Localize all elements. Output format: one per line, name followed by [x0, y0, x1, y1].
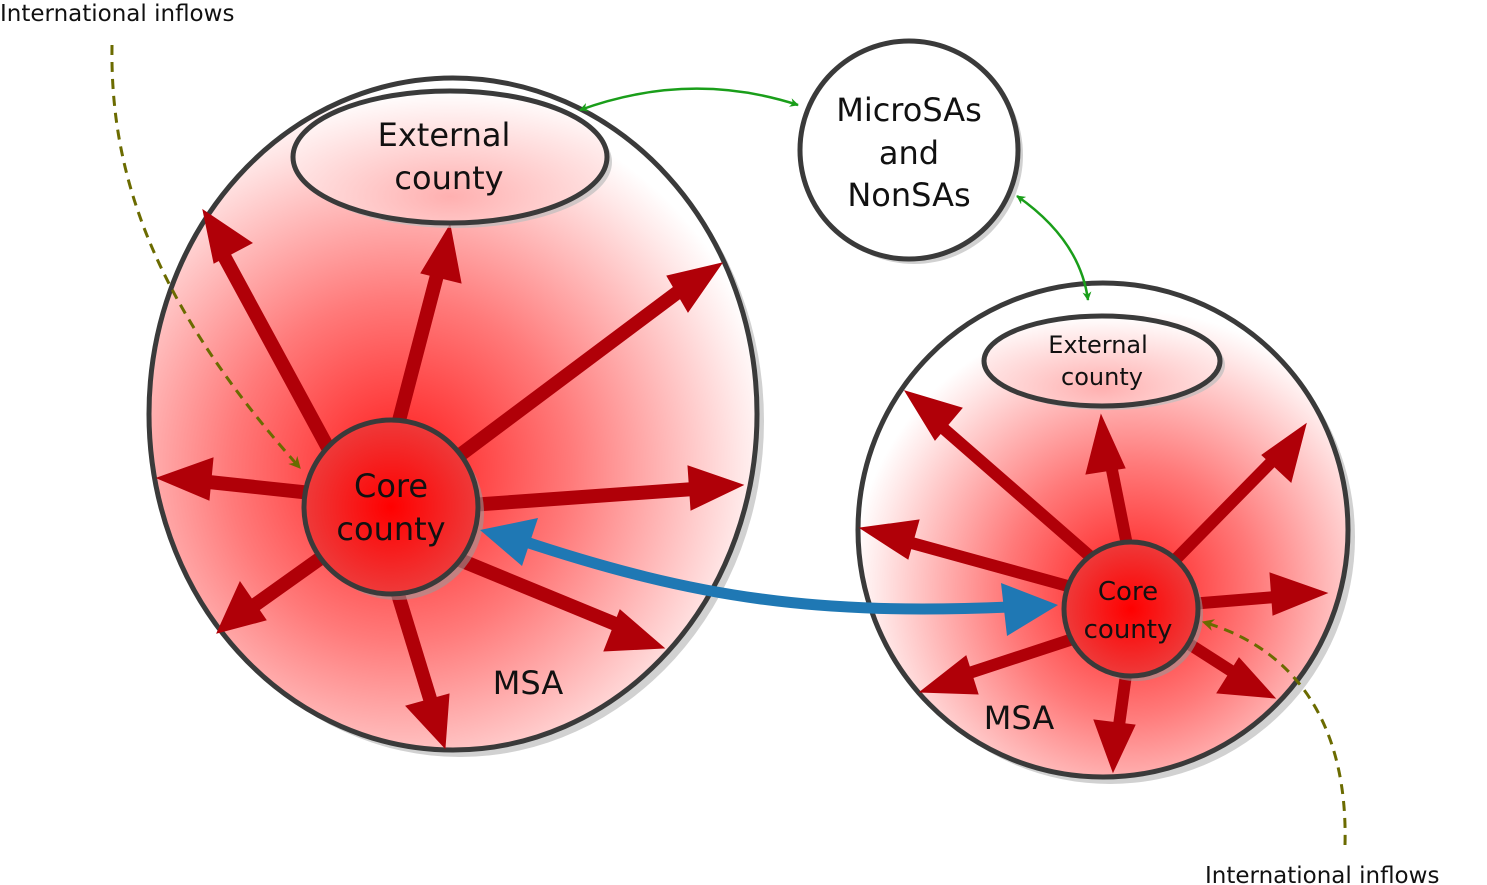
micro-nonsa-circle: [797, 38, 1021, 262]
left-core-label-line2: county: [336, 510, 445, 548]
left-core-label-line1: Core: [354, 467, 428, 505]
right-arrow-upleft: [924, 410, 1104, 570]
left-arrow-right: [469, 481, 709, 512]
right-arrow-left-head: [858, 519, 920, 560]
left-arrow-upright: [435, 277, 695, 476]
micro-label-line3: NonSAs: [847, 176, 970, 214]
right-msa-circle: [855, 280, 1351, 780]
micro-label-line1: MicroSAs: [836, 91, 982, 129]
left-arrow-down: [386, 575, 442, 718]
right-external-county: [981, 313, 1223, 409]
right-arrow-downright-head: [1216, 657, 1277, 699]
right-core-label-line2: county: [1084, 615, 1173, 645]
right-core-label-line1: Core: [1098, 577, 1158, 607]
intl-inflow-right-path: [1201, 619, 1347, 846]
left-arrow-down-head: [405, 693, 450, 750]
micro-label-line2: and: [879, 134, 939, 172]
intl-inflows-right-label: International inflows: [1205, 863, 1439, 885]
left-external-county: [290, 88, 610, 226]
left-arrow-upright-head: [666, 262, 724, 313]
core-to-core-flow: [480, 518, 1058, 636]
right-arrow-right-head: [1269, 572, 1329, 616]
left-arrow-right-head: [687, 465, 745, 511]
core-flow-line: [518, 534, 1011, 615]
left-arrow-downleft-head: [216, 580, 267, 634]
right-arrow-upleft-head: [903, 390, 963, 441]
right-arrow-up-head: [1085, 413, 1126, 475]
right-external-label-line2: county: [1061, 363, 1143, 391]
core-flow-head-left: [480, 518, 538, 566]
right-arrow-downleft-head: [918, 655, 979, 695]
right-arrow-left: [888, 531, 1077, 594]
right-msa-label: MSA: [984, 699, 1055, 737]
right-outflow-arrows: [858, 390, 1329, 774]
left-arrow-downleft: [240, 549, 330, 618]
core-flow-head-right: [1001, 583, 1058, 636]
green-link-left-external: [579, 87, 799, 112]
right-external-label-line1: External: [1048, 331, 1148, 359]
left-external-label-line1: External: [378, 116, 511, 154]
left-arrow-up-head: [420, 223, 462, 284]
left-arrow-upleft-head: [202, 208, 253, 264]
left-msa-circle: [146, 75, 760, 753]
left-core-county: [301, 417, 481, 597]
right-arrow-down-head: [1093, 719, 1136, 774]
left-arrow-downright: [457, 553, 633, 637]
left-arrow-left-head: [155, 457, 214, 501]
left-arrow-downright-head: [603, 609, 666, 652]
left-arrow-upleft: [211, 241, 347, 474]
left-external-label-line2: county: [394, 159, 503, 197]
intl-inflows-left-label: International inflows: [0, 1, 234, 27]
left-msa-label: MSA: [493, 664, 564, 702]
green-link-right-external: [1016, 194, 1092, 301]
intl-inflow-left-path: [110, 44, 302, 469]
right-core-county: [1061, 539, 1201, 679]
right-arrow-upright: [1170, 443, 1290, 565]
left-outflow-arrows: [155, 208, 745, 750]
right-arrow-upright-head: [1261, 422, 1307, 483]
